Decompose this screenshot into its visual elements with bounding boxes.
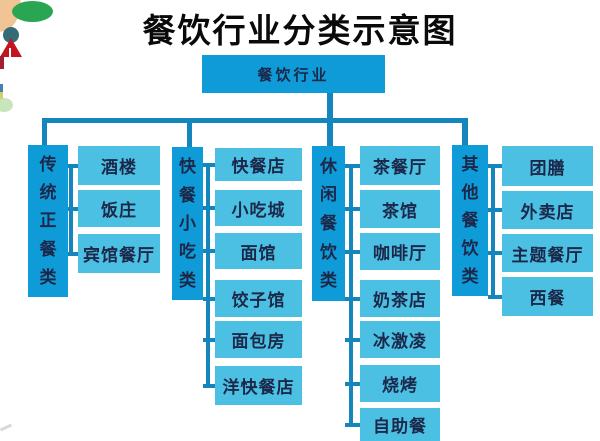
category-label-char: 餐	[179, 185, 196, 205]
child-node: 饺子馆	[215, 280, 302, 317]
category-label-char: 传	[39, 155, 57, 175]
child-node: 酒楼	[78, 146, 160, 185]
category-label-char: 他	[461, 183, 479, 202]
connector-stub	[345, 296, 360, 301]
child-node: 饭庄	[78, 190, 160, 227]
connector-stub	[488, 164, 502, 168]
child-node: 茶馆	[360, 190, 440, 228]
connector-stub	[203, 249, 215, 253]
category-label-char: 闲	[320, 185, 337, 205]
child-node: 奶茶店	[360, 280, 440, 317]
connector-stub	[68, 163, 78, 168]
clipart-triangle-slit	[9, 48, 11, 57]
connector-stub	[203, 206, 215, 210]
connector-stub	[68, 251, 78, 256]
child-node: 面包房	[215, 321, 302, 358]
child-node: 面馆	[215, 233, 302, 269]
connector-stub	[203, 337, 215, 342]
connector-drop-branch-1	[42, 118, 47, 148]
connector-spine-branch-2	[206, 162, 210, 388]
category-label-char: 类	[461, 267, 479, 286]
child-node: 洋快餐店	[215, 366, 302, 405]
connector-stub	[488, 208, 502, 212]
connector-spine-branch-3	[349, 163, 353, 427]
category-label-char: 小	[179, 213, 196, 233]
clipart-darkred-strip	[0, 56, 4, 69]
connector-stub	[68, 206, 78, 211]
category-label-char: 饮	[320, 242, 337, 262]
connector-stub	[345, 381, 360, 386]
child-node: 主题餐厅	[502, 234, 593, 272]
child-node: 冰激凌	[360, 321, 440, 358]
category-node-2: 快餐小吃类	[172, 147, 203, 300]
category-label-char: 其	[461, 155, 479, 174]
clipart-blue-strip	[0, 84, 3, 92]
clipart-palegreen-ellipse	[0, 98, 13, 112]
connector-stub	[203, 383, 215, 388]
connector-stub	[345, 207, 360, 211]
connector-stub	[345, 422, 360, 427]
page-title: 餐饮行业分类示意图	[142, 12, 458, 49]
child-node: 自助餐	[360, 408, 440, 441]
child-node: 小吃城	[215, 190, 302, 226]
category-label-char: 饮	[461, 239, 479, 258]
clipart-yellow-strip	[0, 92, 3, 100]
connector-stub	[345, 249, 360, 254]
clipart-gray-mark	[0, 423, 13, 432]
child-node: 咖啡厅	[360, 233, 440, 270]
connector-drop-branch-2	[187, 120, 192, 150]
child-node: 外卖店	[502, 191, 593, 229]
clipart-green-ellipse	[12, 1, 53, 22]
connector-stub	[345, 337, 360, 342]
category-label-char: 休	[320, 156, 337, 176]
category-node-3: 休闲餐饮类	[312, 146, 345, 301]
category-node-4: 其他餐饮类	[452, 145, 488, 296]
connector-stub	[203, 162, 215, 167]
category-label-char: 餐	[320, 213, 337, 233]
connector-stub	[345, 163, 360, 168]
connector-spine-branch-4	[491, 164, 495, 299]
category-label-char: 餐	[461, 211, 479, 230]
child-node: 茶餐厅	[360, 146, 440, 185]
child-node: 快餐店	[215, 148, 302, 181]
category-label-char: 餐	[39, 239, 57, 259]
child-node: 烧烤	[360, 365, 440, 402]
child-node: 团膳	[502, 146, 593, 186]
category-label-char: 吃	[179, 242, 196, 262]
category-label-char: 类	[320, 271, 337, 291]
clipart-red-triangle	[0, 38, 22, 57]
child-node: 西餐	[502, 277, 593, 316]
connector-stub	[203, 296, 215, 301]
category-node-1: 传统正餐类	[28, 145, 68, 297]
child-node: 宾馆餐厅	[78, 234, 160, 273]
connector-stub	[488, 251, 502, 255]
connector-stub	[488, 294, 502, 299]
connector-bus	[42, 118, 468, 123]
category-label-char: 类	[179, 270, 196, 290]
connector-drop-branch-4	[462, 118, 468, 148]
category-label-char: 正	[39, 211, 57, 231]
category-label-char: 统	[39, 183, 57, 203]
root-node: 餐饮行业	[202, 55, 385, 93]
category-label-char: 类	[39, 267, 57, 287]
category-label-char: 快	[179, 157, 196, 177]
